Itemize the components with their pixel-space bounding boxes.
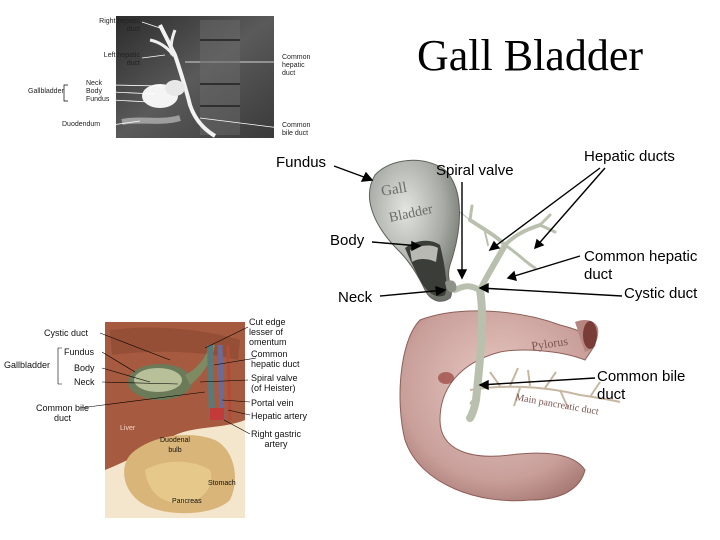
illus-label-common-hepatic-duct: Common hepatic duct [251,349,300,369]
illus-label-common-bile-duct: Common bile duct [36,403,90,423]
xray-label-body: Body [86,88,102,95]
illus-label-cut-edge: Cut edge lesser of omentum [249,317,287,347]
duodenum [399,310,599,502]
leader-arrows [333,165,623,391]
illus-label-fundus: Fundus [64,347,95,357]
illus-label-neck: Neck [74,377,95,387]
label-neck: Neck [338,289,373,306]
label-spiral-valve: Spiral valve [436,162,514,179]
xray-label-duodendum: Duodendum [62,121,101,128]
xray-label-common-bile-duct: Common bile duct [282,122,311,137]
illus-label-hepatic-artery: Hepatic artery [251,411,308,421]
label-common-hepatic-duct: Common hepatic duct [584,248,698,283]
label-common-bile-duct: Common bile duct [597,368,686,403]
illus-label-right-gastric-artery: Right gastric artery [251,429,302,449]
illus-label-portal-vein: Portal vein [251,398,294,408]
label-hepatic-ducts: Hepatic ducts [584,148,675,165]
illus-label-body: Body [74,363,95,373]
illus-label-spiral-valve: Spiral valve (of Heister) [251,373,298,393]
xray-label-left-hepatic-duct: Left hepatic duct [103,52,140,67]
illus-label-gallbladder: Gallbladder [4,360,51,370]
illus-label-liver: Liver [120,425,136,432]
xray-label-neck: Neck [86,80,102,87]
illus-label-duodenal-bulb: Duodenal bulb [160,437,190,454]
label-cystic-duct: Cystic duct [624,285,698,302]
anatomy-illustration [57,322,257,518]
gall-bladder [369,159,460,302]
bile-ducts [452,204,557,422]
label-body: Body [330,232,365,249]
illus-label-pancreas: Pancreas [172,498,202,505]
organ-label-gall: Gall [380,180,408,200]
xray-label-common-hepatic-duct: Common hepatic duct [282,54,311,77]
xray-label-right-hepatic-duct: Right hepatic duct [99,18,140,33]
organ-label-pylorus: Pylorus [530,334,569,353]
xray-label-fundus: Fundus [86,96,110,103]
xray-label-gallbladder: Gallbladder [28,88,64,95]
xray-image [63,16,281,138]
label-fundus: Fundus [276,154,327,171]
illus-label-stomach: Stomach [208,480,236,487]
illus-label-cystic-duct: Cystic duct [44,328,89,338]
page-title: Gall Bladder [416,31,644,80]
